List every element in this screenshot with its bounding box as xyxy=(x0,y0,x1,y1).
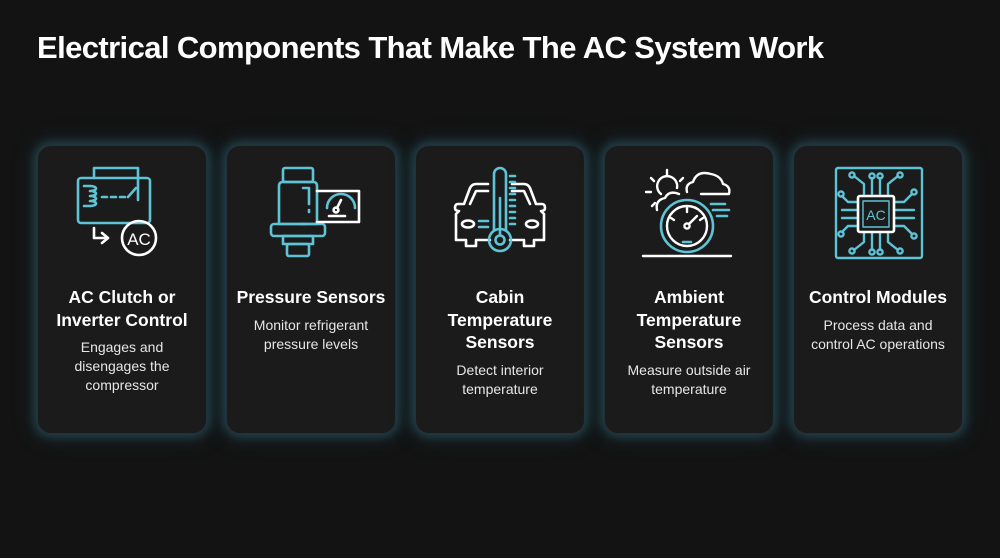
card-pressure-sensors: Pressure Sensors Monitor refrigerant pre… xyxy=(226,145,396,434)
card-control-modules: AC Control Modules Process data and cont… xyxy=(793,145,963,434)
card-description: Detect interior temperature xyxy=(456,361,544,397)
weather-gauge-icon xyxy=(641,168,733,258)
card-description: Process data and control AC operations xyxy=(811,316,945,352)
circuit-chip-icon: AC xyxy=(834,166,924,260)
svg-text:AC: AC xyxy=(866,207,885,223)
card-description: Monitor refrigerant pressure levels xyxy=(253,316,369,352)
card-ac-clutch: AC AC Clutch or Inverter Control Engages… xyxy=(37,145,207,434)
svg-text:AC: AC xyxy=(127,230,151,249)
card-title: Control Modules xyxy=(808,287,948,307)
card-title: Pressure Sensors xyxy=(236,287,386,307)
card-description: Engages and disengages the compressor xyxy=(74,339,170,393)
relay-clutch-icon: AC xyxy=(76,166,158,257)
card-title: Cabin Temperature Sensors xyxy=(447,287,553,352)
page-title: Electrical Components That Make The AC S… xyxy=(37,30,824,65)
card-title: Ambient Temperature Sensors xyxy=(636,287,742,352)
card-ambient-temperature: Ambient Temperature Sensors Measure outs… xyxy=(604,145,774,434)
card-cabin-temperature: Cabin Temperature Sensors Detect interio… xyxy=(415,145,585,434)
card-title: AC Clutch or Inverter Control xyxy=(56,287,188,330)
pressure-sensor-gauge-icon xyxy=(269,166,361,258)
component-cards: AC AC Clutch or Inverter Control Engages… xyxy=(37,145,963,434)
car-thermometer-icon xyxy=(453,166,547,253)
card-description: Measure outside air temperature xyxy=(627,361,751,397)
